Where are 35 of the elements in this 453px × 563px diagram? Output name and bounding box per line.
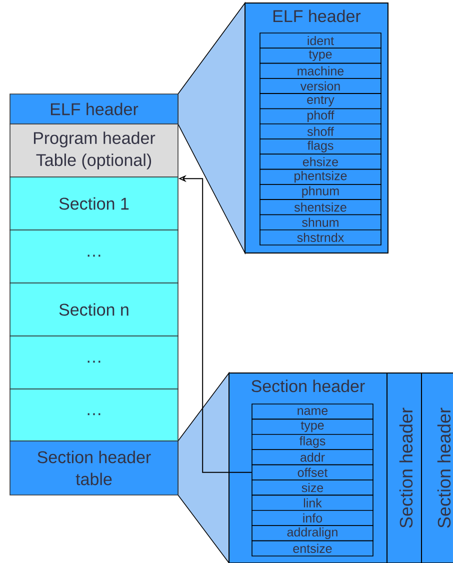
field-row: size	[252, 480, 374, 496]
memory-block: …	[10, 336, 178, 390]
field-row: flags	[260, 138, 382, 155]
field-row: type	[260, 48, 382, 64]
field-row: offset	[252, 464, 374, 480]
header-panel: Section header	[421, 372, 453, 563]
field-row: entsize	[252, 540, 374, 556]
field-row: phentsize	[260, 168, 382, 185]
field-row: phoff	[260, 108, 382, 124]
node-label: Section header	[252, 380, 365, 392]
field-row: link	[252, 494, 374, 511]
header-panel: Section header	[386, 372, 426, 563]
field-row: ehsize	[260, 154, 382, 170]
field-row: machine	[260, 62, 382, 79]
memory-block: Section n	[10, 282, 178, 336]
field-row: shnum	[260, 214, 382, 230]
field-row: flags	[252, 434, 374, 450]
field-row: name	[252, 404, 374, 420]
memory-block: …	[10, 388, 178, 442]
memory-block: Program header Table (optional)	[10, 124, 178, 178]
field-row: ident	[260, 32, 382, 49]
field-row: entry	[260, 93, 382, 110]
field-row: info	[252, 510, 374, 526]
field-row: addralign	[252, 525, 374, 542]
memory-block: Section header table	[10, 440, 178, 496]
memory-block: ELF header	[10, 94, 178, 124]
field-row: version	[260, 78, 382, 94]
memory-block: …	[10, 230, 178, 284]
field-row: shentsize	[260, 199, 382, 216]
field-row: addr	[252, 449, 374, 466]
field-row: shoff	[260, 123, 382, 140]
field-row: shstrndx	[260, 229, 382, 246]
field-row: phnum	[260, 184, 382, 200]
field-row: type	[252, 418, 374, 435]
memory-block: Section 1	[10, 176, 178, 230]
